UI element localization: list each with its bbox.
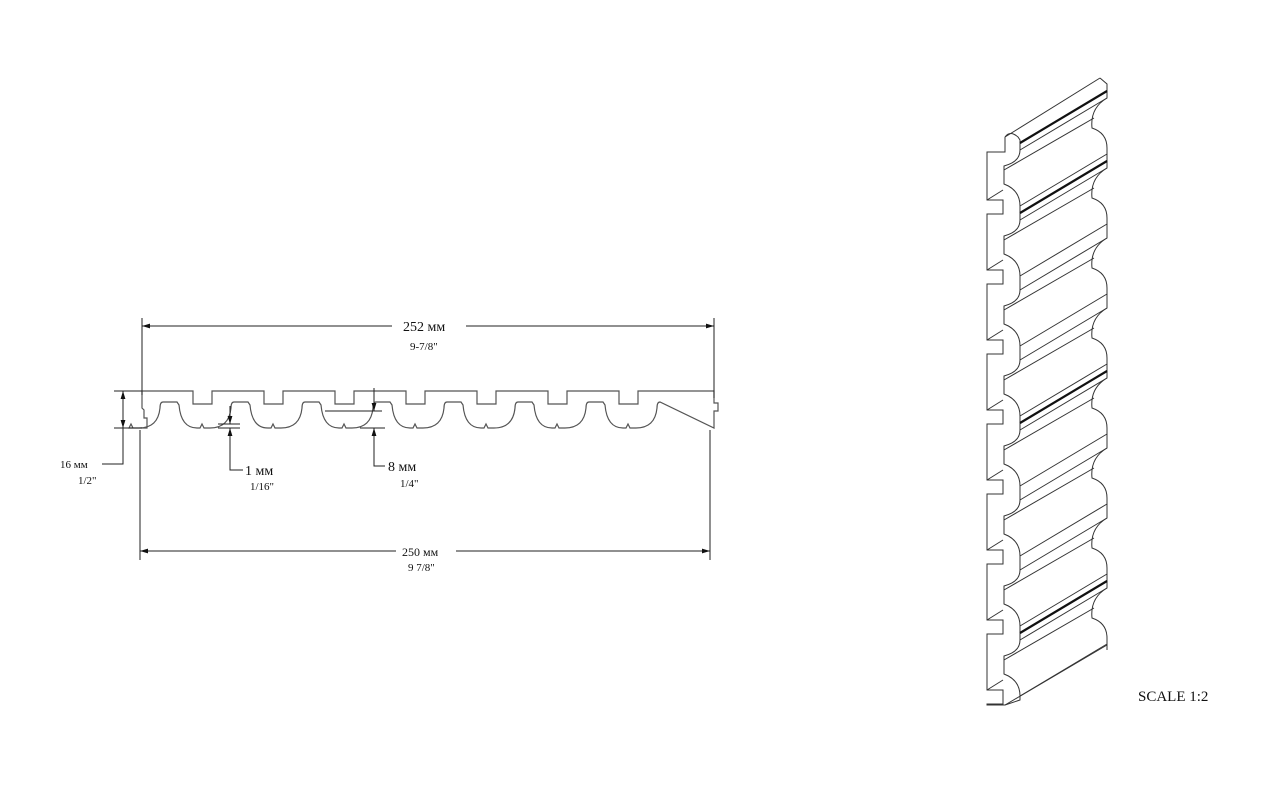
rib-edge-line <box>1019 587 1108 641</box>
dimension-groove-depth: 8 мм 1/4" <box>325 388 419 490</box>
dim-top-imperial: 9-7/8" <box>410 341 438 353</box>
notch-edge <box>986 539 1004 551</box>
groove-edge-line <box>1003 467 1095 521</box>
dim-top-metric: 252 мм <box>403 320 445 335</box>
notch-edge <box>986 679 1004 691</box>
notch-edge <box>986 189 1004 201</box>
rib-edge-line <box>1019 363 1108 417</box>
notch-edge <box>986 399 1004 411</box>
right-end-outline <box>1091 77 1108 650</box>
dim-thickness-metric: 16 мм <box>60 459 88 471</box>
groove-edge-line <box>1003 397 1095 451</box>
rib-edge-line <box>1019 447 1108 501</box>
shadow-groove-line <box>1019 90 1108 144</box>
rib-edge-line <box>1019 293 1108 347</box>
shadow-groove-line <box>1019 580 1108 634</box>
rib-edge-line <box>1019 517 1108 571</box>
dim-bottom-metric: 250 мм <box>402 545 439 559</box>
dim-thickness-imperial: 1/2" <box>78 475 97 487</box>
notch-edge <box>986 329 1004 341</box>
groove-edge-line <box>1003 327 1095 381</box>
groove-edge-line <box>1003 117 1095 171</box>
top-edge <box>1004 77 1101 138</box>
dimension-small-step: 1 мм 1/16" <box>218 406 274 493</box>
panel-isometric-view <box>986 77 1108 706</box>
dim-bottom-imperial: 9 7/8" <box>408 562 435 574</box>
groove-edge-line <box>1003 257 1095 311</box>
dim-small-metric: 1 мм <box>245 464 273 479</box>
groove-edge-line <box>1003 607 1095 661</box>
dimension-thickness: 16 мм 1/2" <box>60 390 142 487</box>
rib-edge-line <box>1019 237 1108 291</box>
leader-line <box>373 446 385 467</box>
rib-edge-line <box>1019 573 1108 627</box>
scale-label: SCALE 1:2 <box>1138 689 1208 705</box>
leader-line <box>229 446 243 471</box>
panel-cross-section-profile <box>128 390 719 429</box>
rib-edge-line <box>1019 167 1108 221</box>
dim-small-imperial: 1/16" <box>250 481 274 493</box>
rib-edge-line <box>1019 223 1108 277</box>
rib-edge-line <box>1019 377 1108 431</box>
front-profile-outline <box>1003 133 1021 706</box>
rib-edge-line <box>1019 153 1108 207</box>
back-edge-outline <box>986 137 1006 706</box>
notch-edge <box>986 609 1004 621</box>
notch-edge <box>986 469 1004 481</box>
dimension-overall-top: 252 мм 9-7/8" <box>141 318 715 398</box>
rib-edge-line <box>1019 503 1108 557</box>
groove-edge-line <box>1003 187 1095 241</box>
rib-edge-line <box>1019 97 1108 151</box>
dim-groove-imperial: 1/4" <box>400 478 419 490</box>
dimension-overall-bottom: 250 мм 9 7/8" <box>139 430 711 574</box>
rib-edge-line <box>1019 433 1108 487</box>
shadow-groove-line <box>1019 160 1108 214</box>
shadow-groove-line <box>1019 370 1108 424</box>
notch-edge <box>986 259 1004 271</box>
groove-edge-line <box>1003 537 1095 591</box>
dim-groove-metric: 8 мм <box>388 460 416 475</box>
rib-edge-line <box>1019 643 1108 697</box>
leader-line <box>102 428 124 465</box>
rib-edge-line <box>1019 307 1108 361</box>
